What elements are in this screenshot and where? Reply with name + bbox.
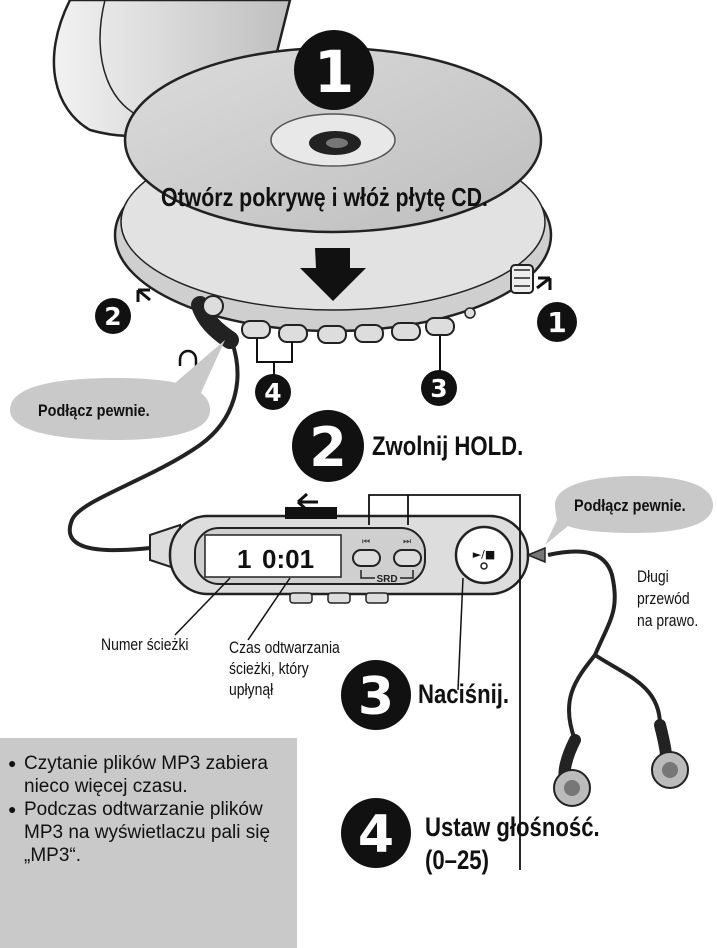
earphone-left [553, 734, 591, 807]
long-cord-label-2: przewód [637, 589, 690, 608]
remote-display-time: 0:01 [262, 544, 314, 574]
remote-display-track: 1 [237, 544, 251, 574]
remote-display [204, 534, 342, 578]
open-lever [510, 264, 534, 294]
elapsed-time-label-2: ścieżki, który [229, 659, 309, 678]
connect-securely-right: Podłącz pewnie. [574, 496, 686, 515]
volume-number-badge: 4 [255, 374, 291, 410]
hold-arrow-icon [297, 492, 318, 512]
svg-text:1: 1 [547, 306, 566, 339]
lever-number-badge: 1 [537, 302, 577, 342]
skip-forward-label: ⏭ [403, 537, 411, 547]
step3-badge: 3 [341, 660, 411, 730]
jack-arrow-icon [136, 288, 151, 302]
long-cord-label-3: na prawo. [637, 611, 699, 630]
step2-instruction: Zwolnij HOLD. [372, 431, 524, 461]
volume-bracket [256, 338, 293, 375]
skip-buttons-leader [368, 494, 521, 870]
notes-box: Czytanie plików MP3 zabiera nieco więcej… [0, 738, 297, 948]
step2-badge: 2 [292, 410, 364, 482]
elapsed-time-leader [247, 577, 291, 641]
track-number-leader [174, 577, 231, 636]
svg-text:3: 3 [430, 374, 447, 403]
play-stop-label: ►/■ [473, 548, 496, 561]
svg-text:2: 2 [309, 416, 347, 479]
svg-text:4: 4 [358, 805, 394, 865]
play-stop-button [454, 525, 514, 585]
callout-bubble-left [10, 340, 225, 440]
earphone-right [651, 719, 689, 789]
earphone-cable [547, 549, 617, 656]
svg-text:2: 2 [104, 302, 121, 331]
elapsed-time-label-1: Czas odtwarzania [229, 638, 340, 657]
play-number-badge: 3 [421, 370, 457, 406]
insert-arrow-icon [300, 248, 366, 301]
svg-text:1: 1 [314, 38, 354, 106]
step1-instruction: Otwórz pokrywę i włóż płytę CD. [161, 182, 488, 212]
step4-badge: 4 [341, 798, 411, 868]
cd-player [52, 0, 553, 366]
step4-instruction-line2: (0–25) [425, 845, 489, 875]
skip-forward-button [393, 549, 422, 567]
jack-number-badge: 2 [95, 298, 131, 334]
step1-badge: 1 [294, 30, 374, 110]
note-item: Czytanie plików MP3 zabiera nieco więcej… [8, 752, 297, 798]
skip-back-label: ⏮ [362, 537, 370, 547]
skip-back-button [352, 549, 381, 567]
step3-instruction: Naciśnij. [418, 679, 510, 709]
svg-text:3: 3 [358, 667, 394, 727]
svg-text:4: 4 [264, 378, 281, 407]
note-item: Podczas odtwarzanie plików MP3 na wyświe… [8, 798, 297, 867]
lever-arrow-icon [536, 276, 552, 290]
elapsed-time-label-3: upłynął [229, 680, 274, 699]
connect-securely-left: Podłącz pewnie. [38, 401, 150, 420]
track-number-label: Numer ścieżki [101, 635, 189, 654]
srd-label: SRD [376, 574, 397, 585]
headphone-icon [178, 349, 198, 366]
callout-bubble-right [545, 476, 713, 545]
step4-instruction-line1: Ustaw głośność. [425, 812, 600, 842]
long-cord-label-1: Długi [637, 567, 669, 586]
headphone-cable [67, 341, 240, 553]
remote-control [149, 507, 546, 604]
notes-list: Czytanie plików MP3 zabiera nieco więcej… [0, 738, 297, 867]
play-press-leader [457, 577, 464, 691]
